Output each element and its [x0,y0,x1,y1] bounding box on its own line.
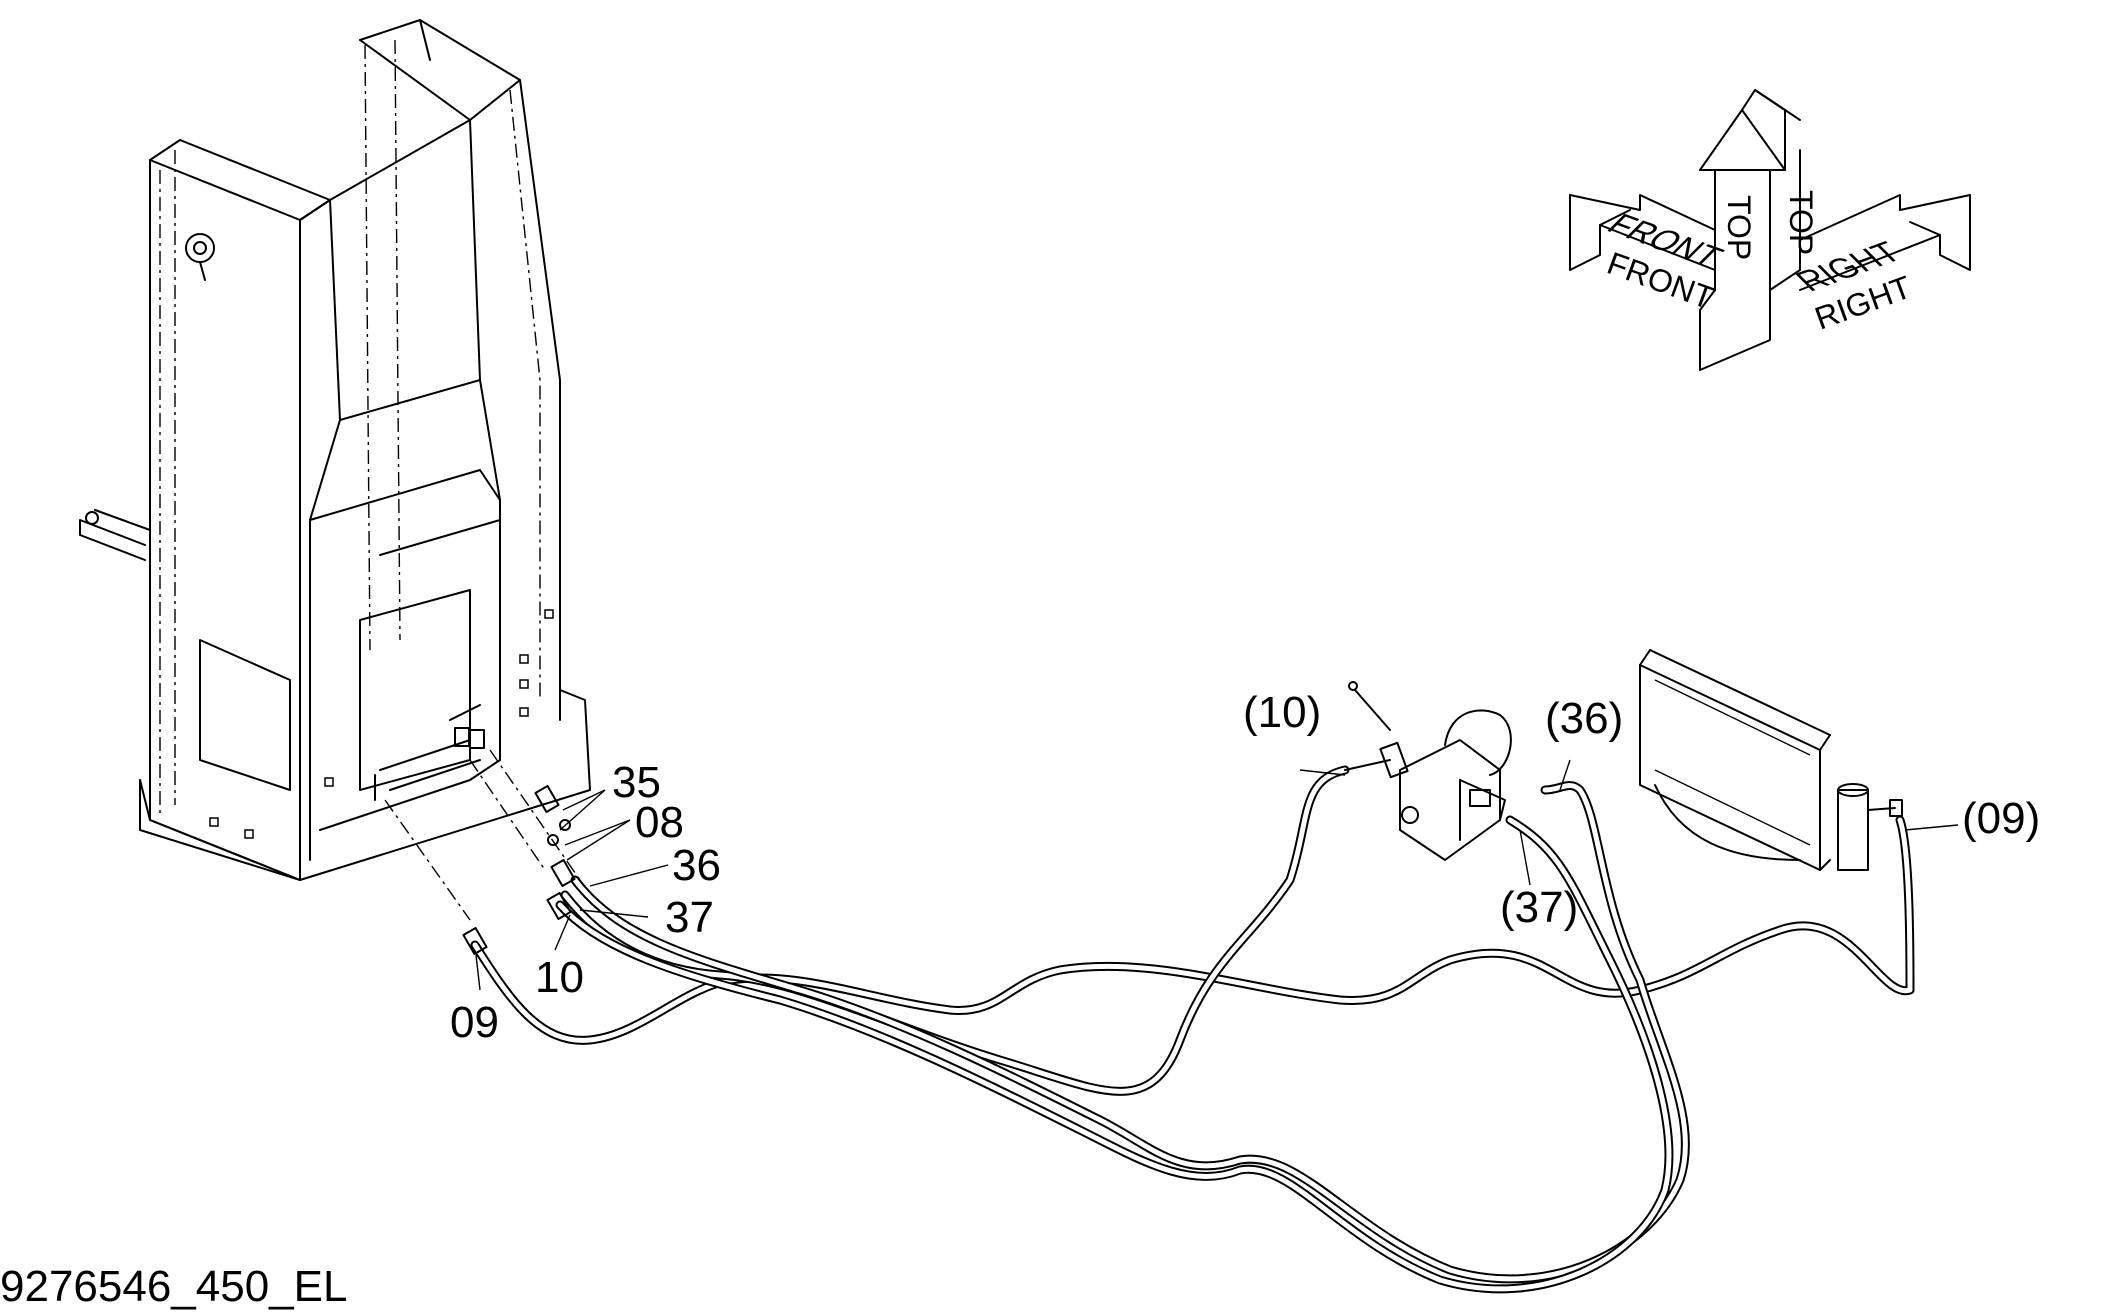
callout-p09: (09) [1962,794,2040,843]
callout-09: 09 [450,998,499,1047]
callout-37: 37 [665,893,714,942]
compass-top-label-b: TOP [1783,190,1819,255]
hose-37 [555,815,1674,1294]
hose-36 [570,781,1690,1284]
cab-fittings [374,704,581,921]
machine-frame [79,19,591,881]
compass-top-label-a: TOP [1721,195,1757,260]
document-id: 9276546_450_EL [0,1262,348,1311]
callout-p36: (36) [1545,694,1623,743]
callout-10: 10 [535,953,584,1002]
ac-condenser [1639,649,1903,871]
callout-p10: (10) [1243,688,1321,737]
hose-end-fittings [462,784,576,956]
callout-labels: 35 08 36 37 10 09 (10) (36) (37) (09) [450,688,2040,1047]
callout-08: 08 [635,798,684,847]
orientation-compass: TOP TOP FRONT FRONT RIGHT RIGHT [1569,89,1971,371]
hose-09 [470,815,1915,1045]
callout-36: 36 [672,841,721,890]
callout-p37: (37) [1500,883,1578,932]
callout-35: 35 [612,758,661,807]
hose-10 [560,765,1350,1096]
ac-compressor [1344,681,1512,861]
leader-lines [475,759,1959,991]
